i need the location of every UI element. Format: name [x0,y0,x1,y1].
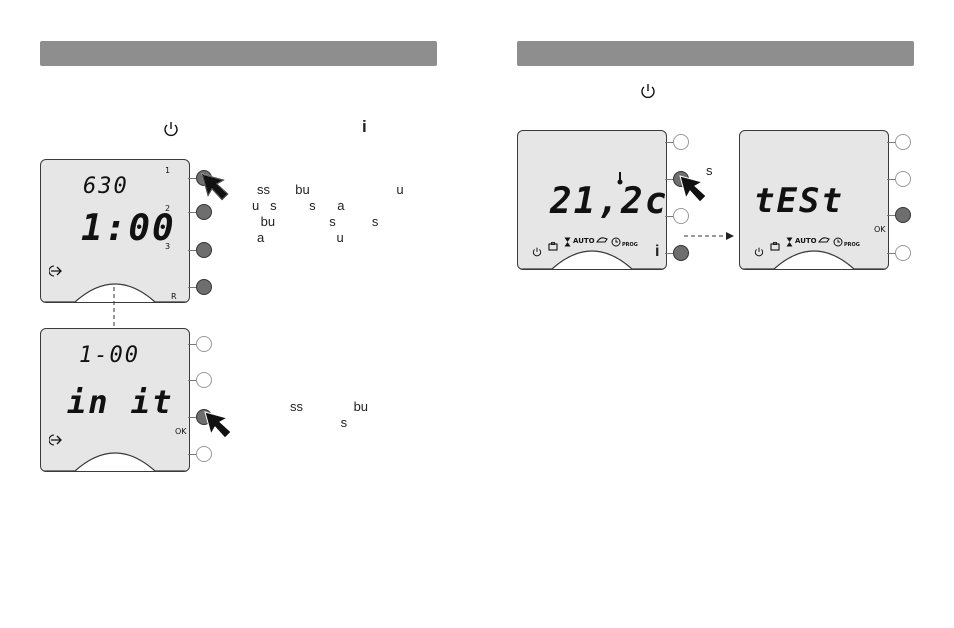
button-stem [188,178,196,179]
display-main-readout: in it [67,383,174,421]
power-icon [641,84,655,99]
hand-icon [818,237,830,243]
auto-label: AUTO [795,237,817,245]
button-stem [188,454,196,455]
button-stem [188,250,196,251]
suitcase-icon [770,242,780,251]
ok-label: OK [874,225,886,234]
button-3[interactable] [196,242,212,258]
ok-button[interactable] [196,409,212,425]
button-stem [188,287,196,288]
button-stem [887,179,895,180]
button-stem [188,344,196,345]
button-stem [665,179,673,180]
instruction-line-3: bu s s [257,214,379,229]
info-i-label: i [362,117,367,136]
suitcase-icon [548,242,558,251]
button-2[interactable] [196,204,212,220]
instruction-line-1: ss bu [290,399,369,414]
display-bottom-arch [740,250,888,269]
display-main-readout: tESt [754,181,844,221]
auto-label: AUTO [573,237,595,245]
left-section-header-bar [40,41,437,66]
instruction-line-1: ss bu u [257,182,404,197]
button-2[interactable] [196,372,212,388]
hourglass-icon [786,237,793,247]
arrow-enter-icon [49,265,62,277]
arrow-enter-icon [49,434,62,446]
thermostat-display-3: 21,2c AUTO PROG [517,130,667,270]
hint-s-label: s [706,163,713,178]
instruction-line-4: a u [257,230,344,245]
instruction-line-2: u s s a [252,198,345,213]
button-1[interactable] [196,336,212,352]
display-top-readout: 1-00 [79,343,140,368]
button-stem [665,216,673,217]
power-icon [754,247,764,257]
button-4[interactable] [895,245,911,261]
button-label-3: 3 [165,242,171,251]
button-label-2: 2 [165,204,171,213]
button-label-r: R [171,292,177,301]
prog-label: PROG [622,242,638,248]
button-1[interactable] [895,134,911,150]
power-icon [164,122,178,137]
right-section-header-bar [517,41,914,66]
display-bottom-arch [518,250,666,269]
button-2[interactable] [895,171,911,187]
button-stem [887,215,895,216]
button-1[interactable] [196,170,212,186]
info-button[interactable] [673,245,689,261]
button-stem [887,142,895,143]
clock-icon [611,237,621,247]
thermostat-display-1: 630 1:00 1 2 3 R [40,159,190,303]
display-top-readout: 630 [83,174,129,199]
hourglass-icon [564,237,571,247]
thermostat-display-4: tESt OK AUTO PROG [739,130,889,270]
ok-label: OK [175,427,187,436]
hand-icon [596,237,608,243]
button-stem [665,253,673,254]
button-2[interactable] [673,171,689,187]
display-main-readout: 1:00 [81,208,176,249]
button-stem [665,142,673,143]
dashed-arrow [684,232,734,240]
prog-label: PROG [844,242,860,248]
display-bottom-arch [41,283,189,302]
thermostat-display-2: 1-00 in it OK [40,328,190,472]
button-4[interactable] [196,446,212,462]
thermometer-icon [617,172,623,185]
clock-icon [833,237,843,247]
button-1[interactable] [673,134,689,150]
info-i-label: i [655,243,660,260]
display-main-readout: 21,2c [550,181,667,222]
button-stem [188,380,196,381]
instruction-line-2: s [290,415,348,430]
button-stem [188,417,196,418]
display-bottom-arch [41,452,189,471]
button-r[interactable] [196,279,212,295]
button-stem [887,253,895,254]
button-3[interactable] [673,208,689,224]
button-label-1: 1 [165,166,171,175]
power-icon [532,247,542,257]
button-stem [188,212,196,213]
ok-button[interactable] [895,207,911,223]
